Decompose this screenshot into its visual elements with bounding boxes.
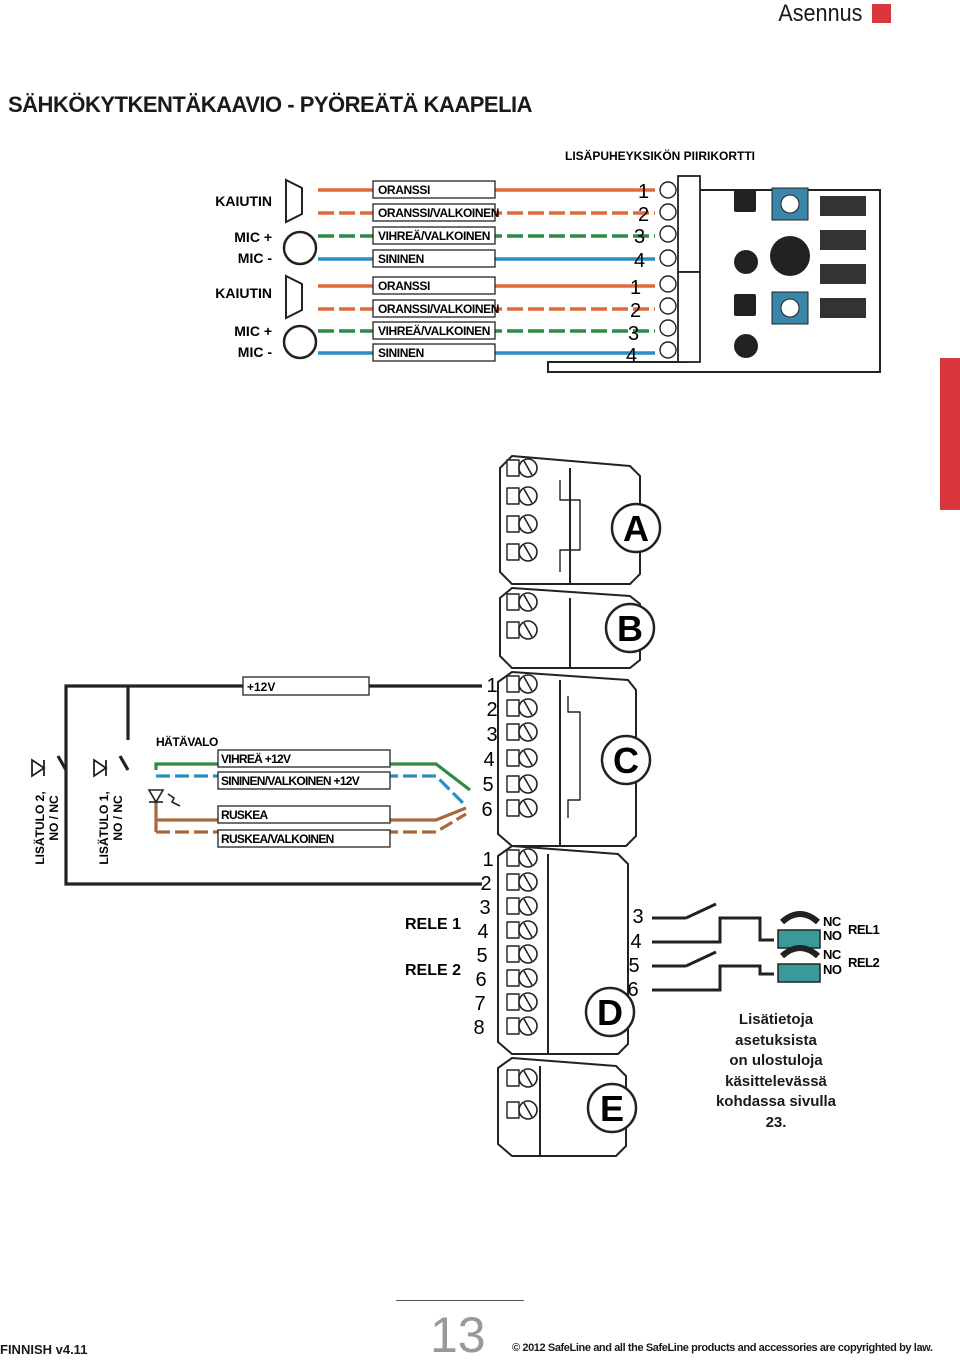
settings-note: Lisätietoja asetuksista on ulostuloja kä… xyxy=(700,1010,852,1133)
microphone-icon xyxy=(282,324,318,360)
terminal-number: 8 xyxy=(473,1017,484,1039)
relay-label: RELE 2 xyxy=(405,962,461,979)
device-label: MIC - xyxy=(238,344,273,360)
wire-label: RUSKEA/VALKOINEN xyxy=(221,832,334,846)
wire-label: ORANSSI/VALKOINEN xyxy=(378,206,499,220)
footer-copyright: © 2012 SafeLine and all the SafeLine pro… xyxy=(512,1342,933,1354)
terminal-number: 6 xyxy=(481,799,492,821)
note-line: käsittelevässä xyxy=(725,1072,827,1090)
device-label: KAIUTIN xyxy=(215,285,272,301)
wire-label: ORANSSI/VALKOINEN xyxy=(378,302,499,316)
terminal-number: 1 xyxy=(638,181,649,203)
jumper-label: NO xyxy=(823,928,842,943)
note-line: kohdassa sivulla xyxy=(715,1093,837,1110)
terminal-number: 1 xyxy=(482,849,493,871)
diode-icon xyxy=(93,758,108,778)
wire-label: ORANSSI xyxy=(378,279,430,293)
device-label: MIC - xyxy=(238,250,273,266)
terminal-number: 4 xyxy=(483,749,494,771)
side-tab xyxy=(940,358,960,510)
terminal-number: 3 xyxy=(479,897,490,919)
input-label: NO / NC xyxy=(47,795,61,841)
input-label: LISÄTULO 1, xyxy=(96,791,111,864)
connector-letter: D xyxy=(597,992,623,1033)
terminal-number: 4 xyxy=(634,250,645,272)
wire-label: ORANSSI xyxy=(378,183,430,197)
emergency-light-label: HÄTÄVALO xyxy=(156,734,218,749)
wire-blue-white xyxy=(156,774,468,808)
board-label: LISÄPUHEYKSIKÖN PIIRIKORTTI xyxy=(565,148,755,163)
connector-e xyxy=(497,1057,627,1157)
terminal-number: 4 xyxy=(626,345,637,367)
wire-label: SININEN xyxy=(378,252,424,266)
led-icon xyxy=(147,789,181,807)
connector-c xyxy=(497,671,637,847)
terminal-number: 4 xyxy=(477,921,488,943)
terminal-number: 3 xyxy=(628,323,639,345)
terminal-number: 2 xyxy=(480,873,491,895)
wiring-diagram: LISÄPUHEYKSIKÖN PIIRIKORTTI xyxy=(31,148,881,1157)
terminal-number: 3 xyxy=(486,724,497,746)
device-label: MIC + xyxy=(234,229,272,245)
speaker-icon xyxy=(285,274,303,320)
terminal-number: 5 xyxy=(482,774,493,796)
note-line: on ulostuloja xyxy=(729,1052,823,1069)
terminal-number: 2 xyxy=(638,204,649,226)
wire-label: SININEN xyxy=(378,346,424,360)
wire-label: VIHREÄ/VALKOINEN xyxy=(378,323,490,338)
terminal-number: 1 xyxy=(630,277,641,299)
jumper-label: NC xyxy=(823,914,842,929)
wire-brown-white xyxy=(156,812,467,834)
connector-letter: C xyxy=(613,740,639,781)
terminal-number: 3 xyxy=(634,226,645,248)
connector-a xyxy=(499,455,641,585)
speaker-icon xyxy=(285,178,303,224)
wire-label: VIHREÄ/VALKOINEN xyxy=(378,228,490,243)
connector-letter: B xyxy=(617,608,643,649)
terminal-number: 2 xyxy=(630,300,641,322)
note-line: Lisätietoja xyxy=(738,1011,814,1028)
relay-terminal: 3 xyxy=(632,906,643,928)
connector-letter: A xyxy=(623,508,649,549)
note-line: 23. xyxy=(765,1113,787,1131)
jumper-label: NC xyxy=(823,947,842,962)
section-label: Asennus xyxy=(777,0,862,27)
terminal-number: 5 xyxy=(476,945,487,967)
jumper-label: NO xyxy=(823,962,842,977)
connector-b xyxy=(499,587,641,669)
diode-icon xyxy=(31,758,46,778)
relay-terminal: 4 xyxy=(630,931,641,953)
jumper-icon xyxy=(777,945,821,983)
connector-letter: E xyxy=(600,1088,624,1129)
circuit-board xyxy=(547,175,881,373)
input-label: NO / NC xyxy=(111,795,125,841)
jumper-label: REL1 xyxy=(848,922,880,937)
terminal-number: 6 xyxy=(475,969,486,991)
wire-label: RUSKEA xyxy=(221,808,269,822)
wire-label: +12V xyxy=(247,680,275,694)
note-line: asetuksista xyxy=(735,1031,817,1049)
relay-terminal: 6 xyxy=(627,979,638,1001)
relay-terminal: 5 xyxy=(628,955,639,977)
terminal-number: 2 xyxy=(486,699,497,721)
input-label: LISÄTULO 2, xyxy=(32,791,47,864)
jumper-label: REL2 xyxy=(848,955,880,970)
terminal-number: 1 xyxy=(486,675,497,697)
footer-rule xyxy=(396,1300,524,1301)
relay-label: RELE 1 xyxy=(405,916,461,933)
terminal-number: 7 xyxy=(474,993,485,1015)
device-label: MIC + xyxy=(234,323,272,339)
page-title: SÄHKÖKYTKENTÄKAAVIO - PYÖREÄTÄ KAAPELIA xyxy=(8,92,533,117)
wire-label: SININEN/VALKOINEN +12V xyxy=(221,774,360,788)
page-number: 13 xyxy=(430,1307,486,1363)
device-label: KAIUTIN xyxy=(215,193,272,209)
wire-label: VIHREÄ +12V xyxy=(221,751,291,766)
section-marker xyxy=(872,4,891,23)
jumper-icon xyxy=(777,911,821,949)
footer-language: FINNISH v4.11 xyxy=(0,1342,88,1357)
microphone-icon xyxy=(282,230,318,266)
